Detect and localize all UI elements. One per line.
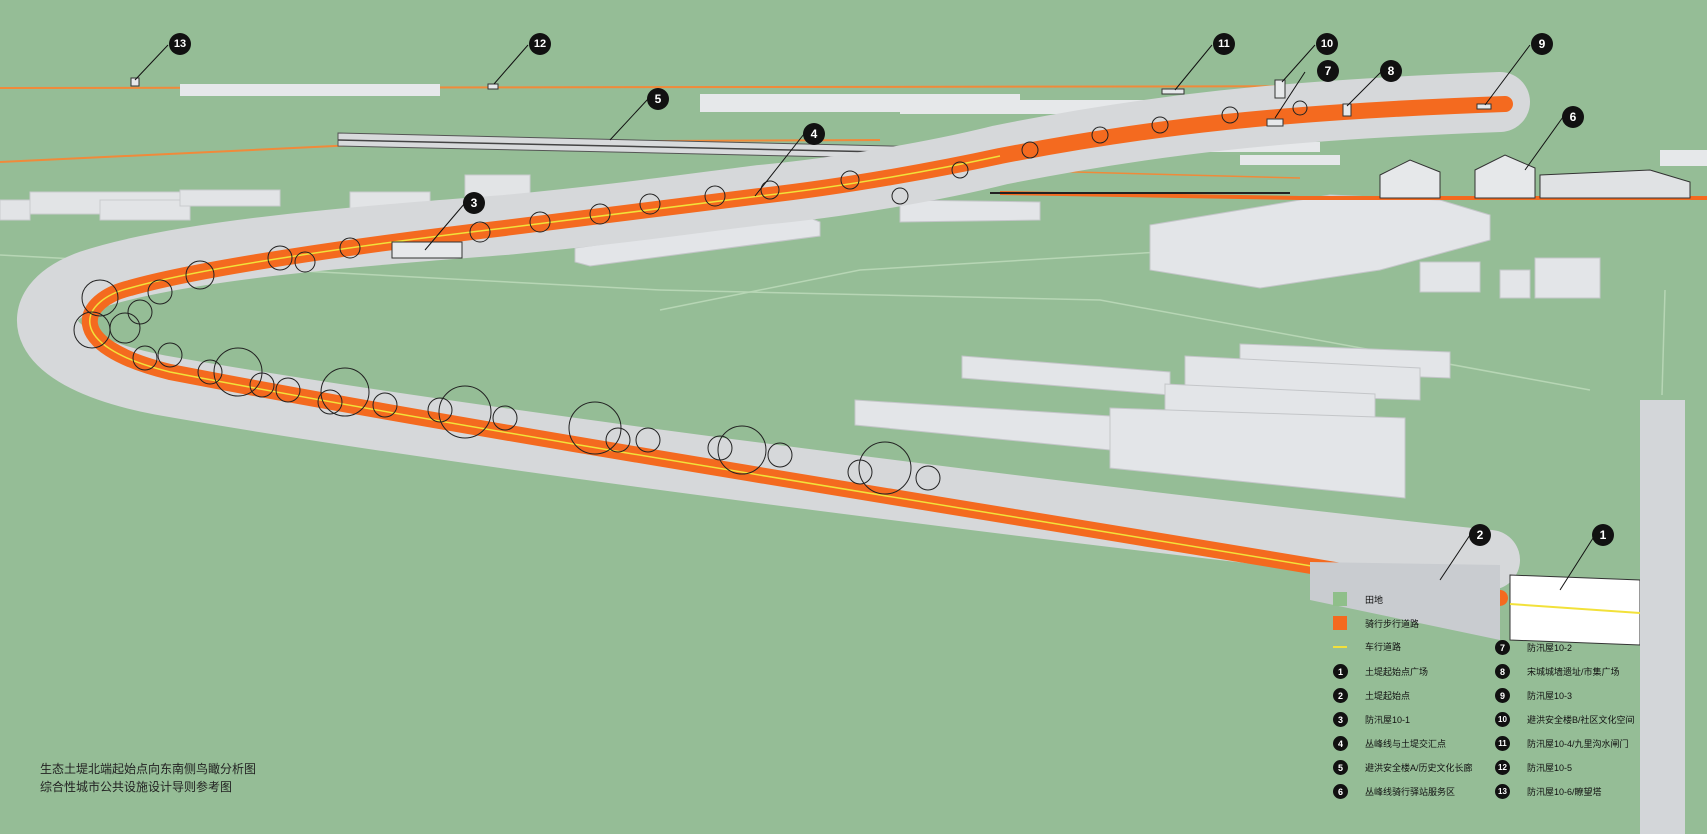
legend-item: 2 土堤起始点 — [1333, 688, 1410, 703]
marker-7: 7 — [1317, 60, 1339, 82]
road-swatch — [1333, 645, 1347, 648]
legend-item: 3 防汛屋10-1 — [1333, 712, 1410, 727]
legend-label: 土堤起始点 — [1365, 691, 1411, 701]
tree-row — [73, 100, 1308, 495]
legend-label: 防汛屋10-5 — [1527, 763, 1573, 773]
legend-label: 土堤起始点广场 — [1365, 667, 1429, 677]
number-badge: 11 — [1495, 736, 1510, 751]
legend-item: 10 避洪安全楼B/社区文化空间 — [1495, 712, 1635, 727]
number-badge: 3 — [1333, 712, 1348, 727]
number-badge: 8 — [1495, 664, 1510, 679]
tree-row-right — [990, 192, 1290, 194]
number-badge: 5 — [1333, 760, 1348, 775]
legend-label: 防汛屋10-2 — [1527, 643, 1573, 653]
legend-item: 7 防汛屋10-2 — [1495, 640, 1572, 655]
caption-title: 生态土堤北端起始点向东南侧鸟瞰分析图 — [40, 762, 257, 776]
marker-12: 12 — [529, 33, 551, 55]
marker-11: 11 — [1213, 33, 1235, 55]
number-badge: 2 — [1333, 688, 1348, 703]
flood-houses — [130, 77, 1492, 259]
number-badge: 1 — [1333, 664, 1348, 679]
legend-field: 田地 — [1333, 592, 1383, 606]
bike-path-swatch — [1333, 616, 1347, 630]
field-swatch — [1333, 592, 1347, 606]
mid-buildings — [574, 194, 1601, 499]
legend-label: 避洪安全楼B/社区文化空间 — [1527, 715, 1635, 725]
legend-item: 11 防汛屋10-4/九里沟水闸门 — [1495, 736, 1629, 751]
number-badge: 6 — [1333, 784, 1348, 799]
leader-lines — [134, 44, 1596, 591]
caption: 生态土堤北端起始点向东南侧鸟瞰分析图 综合性城市公共设施设计导则参考图 — [40, 760, 256, 796]
marker-8: 8 — [1380, 60, 1402, 82]
caption-subtitle: 综合性城市公共设施设计导则参考图 — [40, 780, 233, 794]
marker-4: 4 — [803, 123, 825, 145]
legend-label: 宋城城墙遗址/市集广场 — [1527, 667, 1620, 677]
legend-item: 12 防汛屋10-5 — [1495, 760, 1572, 775]
marker-2: 2 — [1469, 524, 1491, 546]
legend-item: 9 防汛屋10-3 — [1495, 688, 1572, 703]
number-badge: 4 — [1333, 736, 1348, 751]
legend-item: 6 丛峰线骑行驿站服务区 — [1333, 784, 1455, 799]
legend-label: 防汛屋10-6/瞭望塔 — [1527, 787, 1602, 797]
legend-road: 车行道路 — [1333, 640, 1401, 653]
number-badge: 7 — [1495, 640, 1510, 655]
legend-label: 车行道路 — [1365, 642, 1402, 652]
legend-label: 丛峰线与土堤交汇点 — [1365, 739, 1447, 749]
legend-label: 防汛屋10-4/九里沟水闸门 — [1527, 739, 1629, 749]
marker-3: 3 — [463, 192, 485, 214]
legend-label: 防汛屋10-1 — [1365, 715, 1411, 725]
number-badge: 10 — [1495, 712, 1510, 727]
marker-6: 6 — [1562, 106, 1584, 128]
station-buildings — [1379, 150, 1707, 199]
road-line — [89, 155, 1501, 599]
legend-label: 避洪安全楼A/历史文化长廊 — [1365, 763, 1473, 773]
marker-10: 10 — [1316, 33, 1338, 55]
legend-label: 丛峰线骑行驿站服务区 — [1365, 787, 1456, 797]
legend-label: 防汛屋10-3 — [1527, 691, 1573, 701]
number-badge: 9 — [1495, 688, 1510, 703]
legend-item: 8 宋城城墙遗址/市集广场 — [1495, 664, 1620, 679]
legend-item: 5 避洪安全楼A/历史文化长廊 — [1333, 760, 1473, 775]
marker-1: 1 — [1592, 524, 1614, 546]
marker-5: 5 — [647, 88, 669, 110]
start-plaza — [1310, 400, 1685, 834]
legend-item: 13 防汛屋10-6/瞭望塔 — [1495, 784, 1602, 799]
legend-item: 1 土堤起始点广场 — [1333, 664, 1428, 679]
legend-label: 田地 — [1365, 594, 1384, 605]
marker-13: 13 — [169, 33, 191, 55]
legend-bike-path: 骑行步行道路 — [1333, 616, 1419, 630]
legend-item: 4 丛峰线与土堤交汇点 — [1333, 736, 1446, 751]
legend-label: 骑行步行道路 — [1365, 618, 1420, 629]
number-badge: 12 — [1495, 760, 1510, 775]
number-badge: 13 — [1495, 784, 1510, 799]
marker-9: 9 — [1531, 33, 1553, 55]
